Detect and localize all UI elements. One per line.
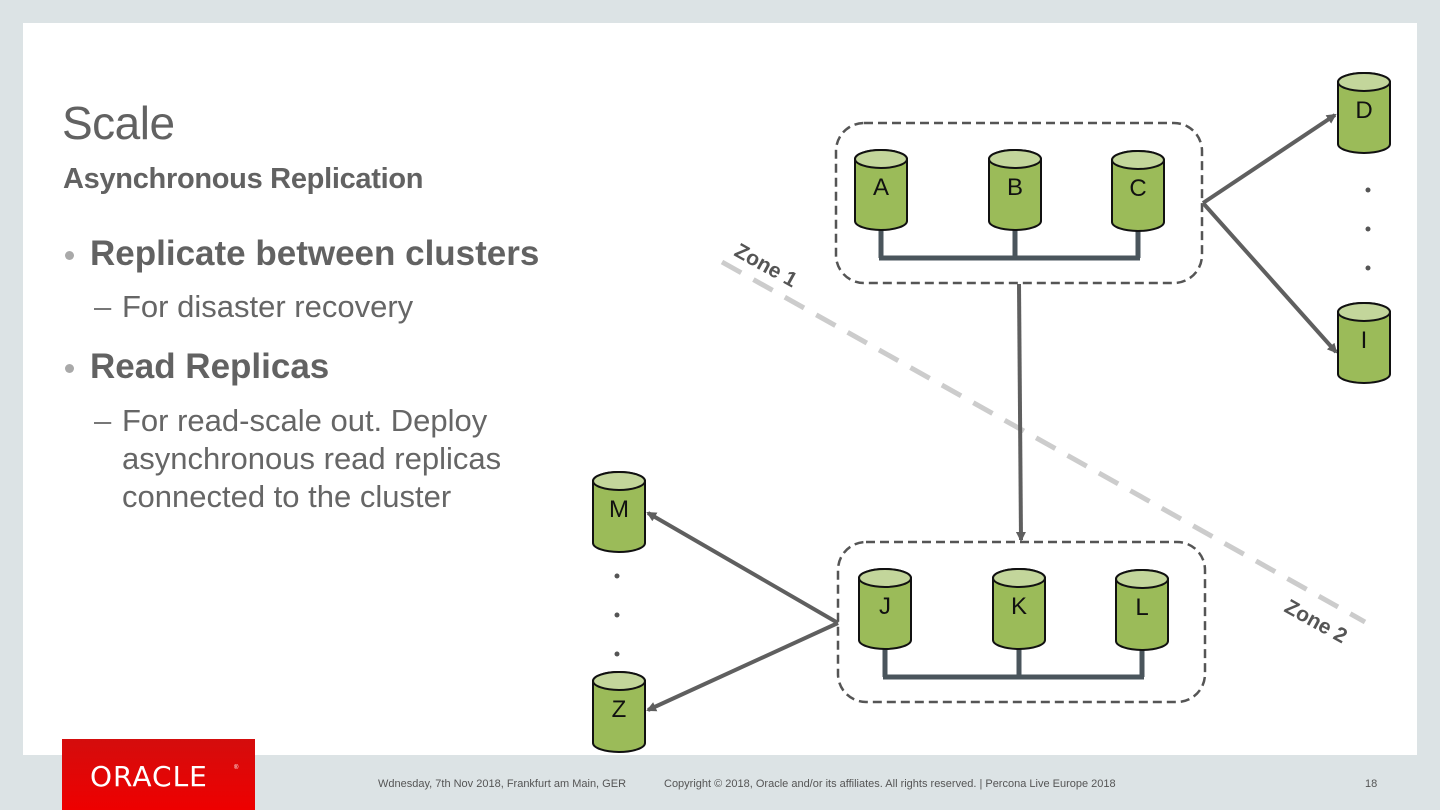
slide-subtitle: Asynchronous Replication <box>63 163 424 195</box>
page-number: 18 <box>1365 778 1378 790</box>
sub-bullet-line: For read-scale out. Deploy <box>122 403 488 438</box>
db-node-label: I <box>1361 327 1368 354</box>
ellipsis-dot <box>1365 226 1371 232</box>
sub-bullet-text: For disaster recovery <box>122 289 414 324</box>
db-node-label: B <box>1007 174 1023 201</box>
arrow-cluster1-to-cluster2 <box>1015 283 1026 542</box>
db-node-label: A <box>873 174 889 201</box>
cylinder-top <box>1111 150 1165 170</box>
db-node-c[interactable]: C <box>1111 150 1165 232</box>
slide-canvas <box>23 23 1417 755</box>
bullet-text: Replicate between clusters <box>90 234 540 273</box>
bullet-dot-icon <box>65 251 74 260</box>
cluster-2-boundary <box>836 540 1207 704</box>
bullet-dot-icon <box>65 364 74 373</box>
arrow-to-replica-i <box>1201 201 1338 354</box>
ellipsis-dot <box>614 612 620 618</box>
db-replica-d[interactable]: D <box>1337 72 1391 154</box>
sub-bullet-read-scale-out: – For read-scale out. Deploy asynchronou… <box>62 402 602 516</box>
footer-copyright: Copyright © 2018, Oracle and/or its affi… <box>664 778 1116 790</box>
sub-bullet-line: connected to the cluster <box>122 479 452 514</box>
db-node-b[interactable]: B <box>988 149 1042 231</box>
ellipsis-dot <box>1365 187 1371 193</box>
bullet-text: Read Replicas <box>90 347 330 386</box>
arrow-to-replica-m <box>646 511 840 625</box>
ellipsis-dot <box>1365 265 1371 271</box>
ellipsis-dot <box>614 573 620 579</box>
cluster-2-bus <box>882 647 1145 680</box>
oracle-logo: ORACLE ® <box>62 739 255 810</box>
db-node-label: J <box>879 593 891 620</box>
cylinder-top <box>1337 72 1391 92</box>
db-node-label: L <box>1135 594 1148 621</box>
registered-mark-icon: ® <box>234 765 239 771</box>
bullet-read-replicas: Read Replicas <box>62 345 602 389</box>
arrow-to-replica-z <box>646 621 839 712</box>
dash-icon: – <box>94 289 112 324</box>
zone-divider-line <box>720 259 1367 625</box>
dash-icon: – <box>94 403 112 438</box>
db-node-label: Z <box>612 696 627 723</box>
cylinder-top <box>1115 569 1169 589</box>
db-node-label: K <box>1011 593 1027 620</box>
cylinder-top <box>854 149 908 169</box>
replicas-right-ellipsis <box>1365 187 1371 271</box>
cluster-1-boundary <box>834 121 1204 285</box>
cylinder-top <box>992 568 1046 588</box>
slide-title: Scale <box>62 97 175 149</box>
db-node-label: D <box>1355 97 1372 124</box>
cylinder-top <box>592 671 646 691</box>
oracle-logo-text: ORACLE <box>90 760 208 793</box>
arrow-to-replica-d <box>1201 113 1337 205</box>
db-replica-z[interactable]: Z <box>592 671 646 753</box>
db-replica-i[interactable]: I <box>1337 302 1391 384</box>
db-node-j[interactable]: J <box>858 568 912 650</box>
cluster-1-bus <box>878 228 1141 261</box>
cylinder-top <box>592 471 646 491</box>
db-node-k[interactable]: K <box>992 568 1046 650</box>
zone-2-label: Zone 2 <box>1281 595 1351 648</box>
bullet-replicate-between-clusters: Replicate between clusters <box>62 232 602 276</box>
cylinder-top <box>858 568 912 588</box>
db-node-a[interactable]: A <box>854 149 908 231</box>
db-replica-m[interactable]: M <box>592 471 646 553</box>
footer-event-info: Wdnesday, 7th Nov 2018, Frankfurt am Mai… <box>378 778 627 790</box>
db-node-label: M <box>609 496 629 523</box>
db-node-label: C <box>1129 175 1146 202</box>
replicas-left-ellipsis <box>614 573 620 657</box>
ellipsis-dot <box>614 651 620 657</box>
sub-bullet-disaster-recovery: – For disaster recovery <box>62 288 602 326</box>
sub-bullet-line: asynchronous read replicas <box>122 441 502 476</box>
cylinder-top <box>988 149 1042 169</box>
bullet-list: Replicate between clusters – For disaste… <box>62 232 602 516</box>
cylinder-top <box>1337 302 1391 322</box>
db-node-l[interactable]: L <box>1115 569 1169 651</box>
